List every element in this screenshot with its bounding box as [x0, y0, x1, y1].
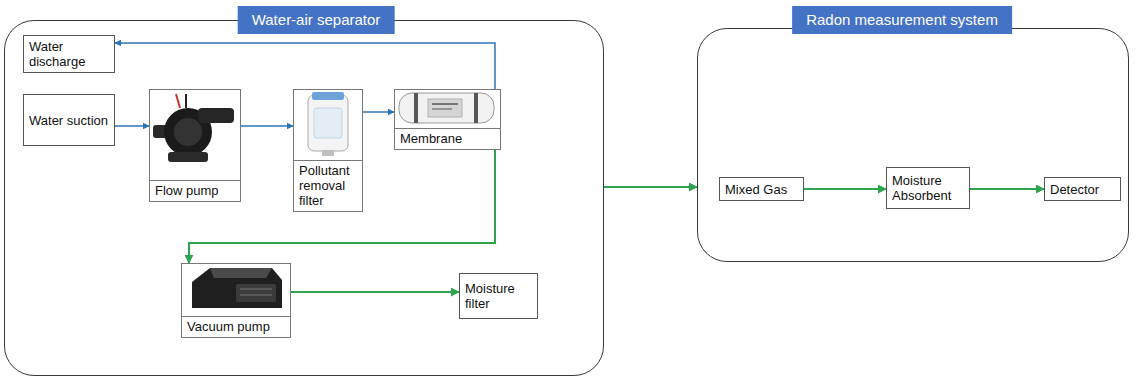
box-label: Water discharge	[29, 39, 109, 69]
box-label: Moisture filter	[465, 281, 532, 311]
process-box: Water suction	[23, 94, 115, 146]
label-area: Flow pump	[150, 180, 240, 201]
flow-pump-photo	[153, 94, 234, 162]
photo-area	[294, 90, 362, 160]
photo-area	[395, 90, 500, 128]
component-label: Membrane	[400, 131, 495, 146]
flow-arrow	[189, 150, 495, 263]
panel-heading: Radon measurement system	[792, 6, 1012, 34]
flow-arrow	[241, 125, 293, 127]
flow-arrow	[363, 111, 394, 113]
component-box: Membrane	[394, 89, 501, 150]
process-box: Detector	[1044, 177, 1121, 201]
flow-arrow	[970, 188, 1044, 190]
label-area: Membrane	[395, 128, 500, 149]
vacuum-pump-photo	[192, 268, 282, 308]
component-label: Flow pump	[155, 183, 235, 198]
membrane-photo	[399, 93, 494, 123]
photo-area	[150, 90, 240, 180]
box-label: Detector	[1050, 182, 1099, 197]
flow-arrow	[604, 186, 697, 188]
photo-area	[182, 264, 290, 316]
process-box: Moisture Absorbent	[886, 167, 970, 209]
text-wrap: Water discharge	[29, 39, 109, 69]
flow-arrow	[291, 291, 459, 293]
label-area: Vacuum pump	[182, 316, 290, 337]
label-area: Pollutant removal filter	[294, 160, 362, 211]
text-wrap: Moisture filter	[465, 281, 532, 311]
panel-heading: Water-air separator	[238, 6, 395, 34]
text-wrap: Detector	[1050, 182, 1099, 197]
flow-arrow	[115, 125, 149, 127]
flow-arrow	[115, 43, 495, 89]
box-label: Water suction	[29, 113, 108, 128]
component-box: Vacuum pump	[181, 263, 291, 338]
component-label: Vacuum pump	[187, 319, 285, 334]
component-box: Flow pump	[149, 89, 241, 202]
group-panel: Radon measurement systemMixed GasMoistur…	[697, 28, 1129, 262]
process-box: Water discharge	[23, 35, 115, 73]
group-panel: Water-air separatorWater dischargeWater …	[4, 20, 604, 376]
text-wrap: Moisture Absorbent	[892, 173, 964, 203]
component-box: Pollutant removal filter	[293, 89, 363, 212]
text-wrap: Mixed Gas	[725, 182, 787, 197]
text-wrap: Water suction	[29, 113, 108, 128]
process-box: Moisture filter	[459, 273, 538, 319]
box-label: Mixed Gas	[725, 182, 787, 197]
filter-photo	[308, 92, 348, 156]
component-label: Pollutant removal filter	[299, 163, 357, 208]
box-label: Moisture Absorbent	[892, 173, 964, 203]
flow-arrow	[804, 188, 886, 190]
process-box: Mixed Gas	[719, 177, 804, 201]
